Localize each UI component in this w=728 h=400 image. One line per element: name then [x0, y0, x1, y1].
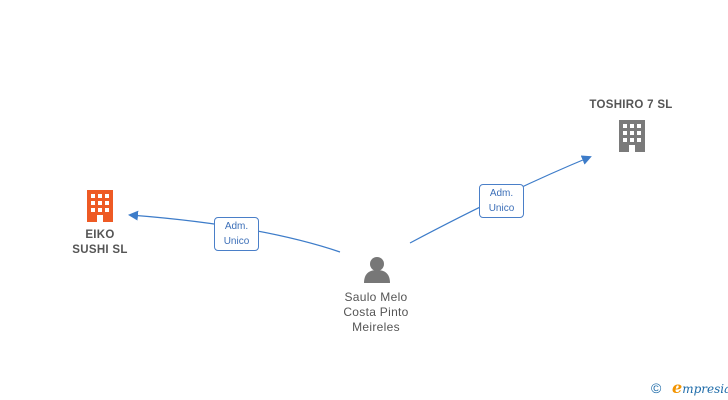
relationship-label-eiko: Adm. Unico	[214, 217, 259, 251]
empresia-logo[interactable]: empresia	[672, 378, 728, 397]
building-icon[interactable]	[619, 120, 645, 152]
person-label[interactable]: Saulo Melo Costa Pinto Meireles	[343, 290, 409, 334]
copyright-symbol: ©	[651, 380, 662, 396]
building-icon[interactable]	[87, 190, 113, 222]
relationship-label-toshiro: Adm. Unico	[479, 184, 524, 218]
company-label-toshiro[interactable]: TOSHIRO 7 SL	[589, 99, 673, 111]
person-icon[interactable]	[364, 257, 390, 283]
company-label-eiko[interactable]: EIKO SUSHI SL	[72, 229, 128, 256]
